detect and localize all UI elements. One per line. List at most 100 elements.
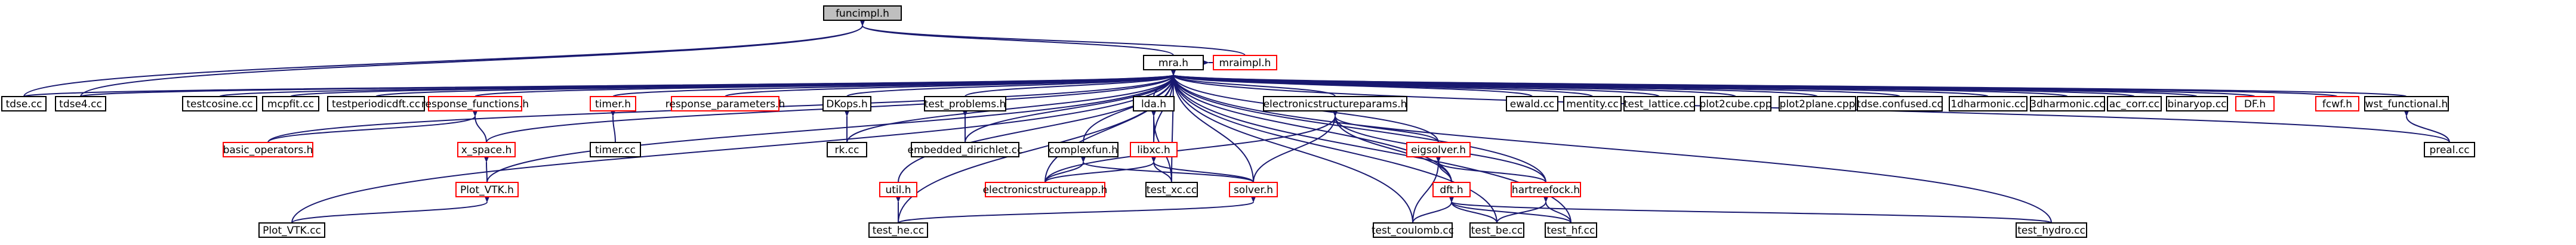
node-mra-h[interactable]: mra.h [1143,55,1204,70]
node-plot-vtk-cc[interactable]: Plot_VTK.cc [258,222,325,238]
edge-hartreefock_h-to-eigsolver_h [1435,156,1546,183]
node-test-hydro-cc[interactable]: test_hydro.cc [2016,222,2087,238]
node-timer-cc[interactable]: timer.cc [590,142,641,157]
node-label: util.h [885,184,911,196]
node-wst-functional-h[interactable]: wst_functional.h [2364,96,2449,111]
node-label: test_coulomb.cc [1372,225,1454,237]
node-hartreefock-h[interactable]: hartreefock.h [1511,182,1581,197]
node-label: rk.cc [835,144,859,156]
node-solver-h[interactable]: solver.h [1229,182,1278,197]
node-tdse-confused-cc[interactable]: tdse.confused.cc [1857,96,1943,111]
node-mcpfit-cc[interactable]: mcpfit.cc [262,96,319,111]
edge-plot_vtk_h-to-x_space_h [483,156,489,183]
node-label: response_parameters.h [665,98,785,110]
node-harmonic1d-cc[interactable]: 1dharmonic.cc [1949,96,2027,111]
node-label: hartreefock.h [1512,184,1580,196]
edge-test_be_cc-to-dft_h [1449,196,1497,224]
node-plot2cube-cpp[interactable]: plot2cube.cpp [1699,96,1772,111]
node-label: test_be.cc [1471,225,1523,237]
edge-mra_h-to-funcimpl_h [859,20,1174,56]
node-box [1949,96,2027,111]
node-util-h[interactable]: util.h [879,182,917,197]
node-response-parameters-h[interactable]: response_parameters.h [665,96,785,111]
node-label: binaryop.cc [2167,98,2226,110]
node-eigsolver-h[interactable]: eigsolver.h [1406,142,1471,157]
node-dkops-h[interactable]: DKops.h [822,96,871,111]
node-test-coulomb-cc[interactable]: test_coulomb.cc [1372,222,1454,238]
node-plot2plane-cpp[interactable]: plot2plane.cpp [1779,96,1856,111]
edge-hartreefock_h-to-mra_h [1170,69,1546,183]
node-mentity-cc[interactable]: mentity.cc [1563,96,1622,111]
node-box [1623,96,1695,111]
node-label: plot2cube.cpp [1699,98,1771,110]
node-ac-corr-cc[interactable]: ac_corr.cc [2107,96,2162,111]
node-box [868,222,928,238]
edge-test_xc_cc-to-mra_h [1171,69,1176,183]
node-label: solver.h [1234,184,1273,196]
node-fcwf-h[interactable]: fcwf.h [2315,96,2359,111]
node-label: complexfun.h [1049,144,1118,156]
node-box [1857,96,1943,111]
edge-test_hf_cc-to-dft_h [1449,196,1572,224]
node-testcosine-cc[interactable]: testcosine.cc [182,96,257,111]
node-box [590,142,641,157]
node-label: mentity.cc [1566,98,1619,110]
node-response-functions-h[interactable]: response_functions.h [421,96,529,111]
edge-solver_h-to-complexfun_h [1080,156,1254,183]
node-funcimpl-h[interactable]: funcimpl.h [823,5,902,21]
node-tdse-cc[interactable]: tdse.cc [1,96,47,111]
edge-wst_functional_h-to-mra_h [1170,69,2407,97]
node-complexfun-h[interactable]: complexfun.h [1048,142,1118,157]
node-box [258,222,325,238]
node-box [262,96,319,111]
edge-response_parameters_h-to-mra_h [725,69,1176,97]
node-dft-h[interactable]: dft.h [1432,182,1471,197]
node-plot-vtk-h[interactable]: Plot_VTK.h [455,182,519,197]
node-tdse4-cc[interactable]: tdse4.cc [55,96,106,111]
edge-rk_cc-to-mra_h [846,69,1176,143]
node-basic-operators-h[interactable]: basic_operators.h [223,142,313,157]
node-dfr-h[interactable]: DF.h [2235,96,2275,111]
node-lda-h[interactable]: lda.h [1133,96,1175,111]
node-testperiodicdft-cc[interactable]: testperiodicdft.cc [327,96,425,111]
edge-test_hf_cc-to-hartreefock_h [1543,196,1572,224]
node-embedded-dirichlet-cc[interactable]: embedded_dirichlet.cc [908,142,1023,157]
node-label: testcosine.cc [186,98,252,110]
node-box [924,96,1006,111]
node-label: testperiodicdft.cc [332,98,420,110]
node-timer-h[interactable]: timer.h [590,96,636,111]
node-label: plot2plane.cpp [1780,98,1856,110]
node-binaryop-cc[interactable]: binaryop.cc [2166,96,2228,111]
edge-electronicstructureapp_h-to-complexfun_h [1044,156,1086,183]
node-box [182,96,257,111]
node-test-lattice-cc[interactable]: test_lattice.cc [1623,96,1695,111]
node-mraimpl-h[interactable]: mraimpl.h [1213,55,1277,70]
node-harmonic3d-cc[interactable]: 3dharmonic.cc [2030,96,2105,111]
node-libxc-h[interactable]: libxc.h [1130,142,1178,157]
node-test-xc-cc[interactable]: test_xc.cc [1145,182,1198,197]
edge-test_be_cc-to-mra_h [1170,69,1497,224]
edge-test_xc_cc-to-libxc_h [1151,156,1172,183]
node-electronicstructureapp-h[interactable]: electronicstructureapp.h [983,182,1108,197]
node-box [1373,222,1453,238]
node-preal-cc[interactable]: preal.cc [2424,142,2475,157]
node-test-hf-cc[interactable]: test_hf.cc [1545,222,1597,238]
node-label: libxc.h [1137,144,1170,156]
edge-electronicstructureapp_h-to-electronicstructureparams_h [1044,110,1338,183]
node-label: 3dharmonic.cc [2030,98,2104,110]
node-test-problems-h[interactable]: test_problems.h [924,96,1006,111]
node-box [2424,142,2475,157]
node-label: DF.h [2244,98,2266,110]
node-label: test_xc.cc [1147,184,1197,196]
node-test-he-cc[interactable]: test_he.cc [868,222,928,238]
node-ewald-cc[interactable]: ewald.cc [1506,96,1558,111]
node-x-space-h[interactable]: x_space.h [457,142,516,157]
node-rk-cc[interactable]: rk.cc [827,142,867,157]
node-label: Plot_VTK.cc [263,225,321,237]
edge-dft_h-to-mra_h [1170,69,1452,183]
node-test-be-cc[interactable]: test_be.cc [1469,222,1524,238]
node-label: mra.h [1158,57,1188,69]
node-label: test_lattice.cc [1624,98,1694,110]
node-electronicstructureparams-h[interactable]: electronicstructureparams.h [1263,96,1407,111]
node-label: electronicstructureparams.h [1264,98,1407,110]
